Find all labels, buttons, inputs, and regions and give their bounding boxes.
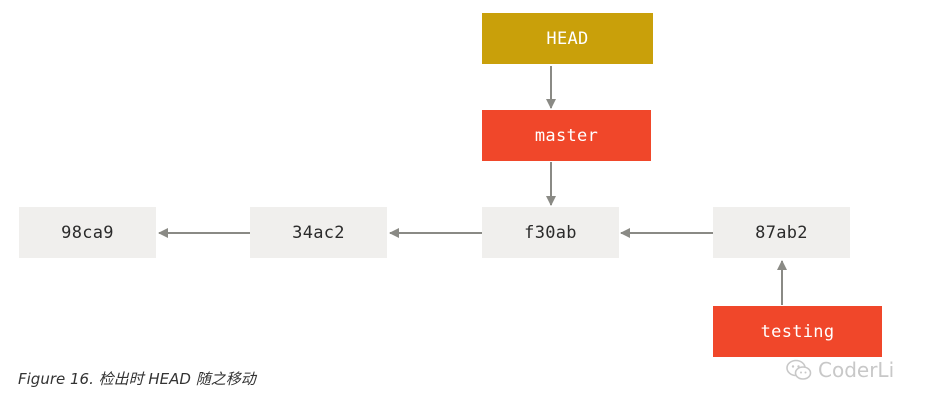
branch-testing: testing	[713, 306, 882, 357]
figure-caption: Figure 16. 检出时 HEAD 随之移动	[18, 370, 256, 388]
watermark: CoderLi	[786, 358, 894, 382]
commit-98ca9: 98ca9	[19, 207, 156, 258]
wechat-icon	[786, 359, 812, 380]
watermark-text: CoderLi	[818, 358, 895, 382]
commit-34ac2: 34ac2	[250, 207, 387, 258]
commit-87ab2: 87ab2	[713, 207, 850, 258]
commit-f30ab: f30ab	[482, 207, 619, 258]
head-pointer: HEAD	[482, 13, 653, 64]
branch-master: master	[482, 110, 651, 161]
